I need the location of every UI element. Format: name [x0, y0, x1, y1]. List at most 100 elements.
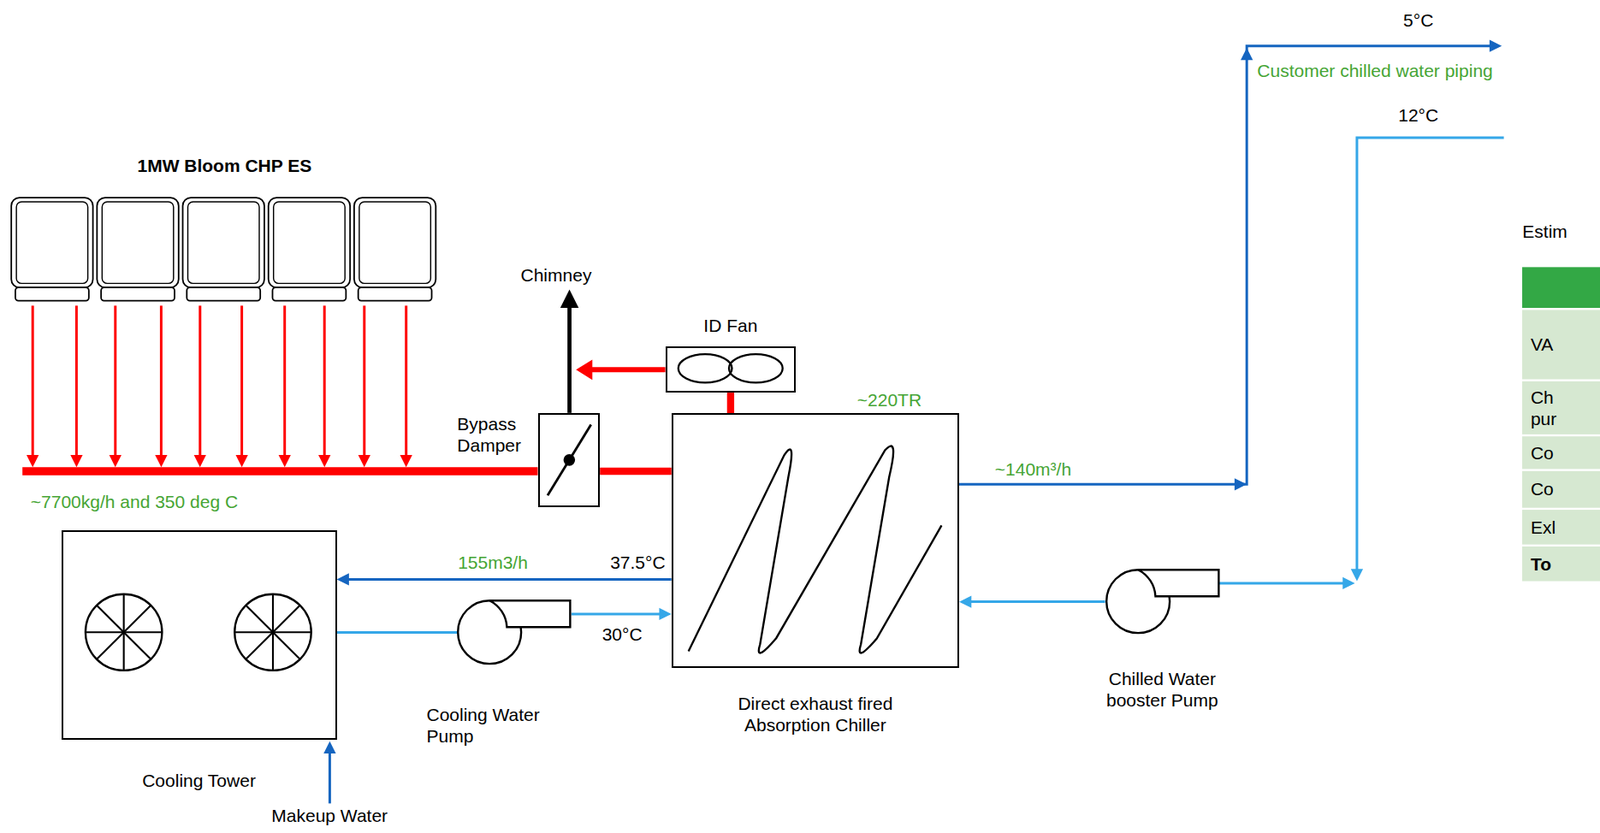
pipe-connector [198, 305, 202, 457]
chp-fuel-cell-bank [15, 287, 89, 302]
pipe-connector [337, 573, 672, 586]
pipe-connector [575, 359, 665, 380]
pipe-connector [337, 631, 458, 635]
estimate-table [1522, 309, 1600, 380]
chp-fuel-cell-bank [182, 197, 264, 288]
table-cell: Exl [1530, 516, 1556, 539]
annotation: Customer chilled water piping [1256, 60, 1493, 83]
estimate-table [1522, 266, 1600, 581]
chp-fuel-cell-bank [359, 201, 431, 284]
pipe-connector [729, 392, 731, 414]
chp-fuel-cell-bank [101, 201, 173, 284]
estimate-table [1522, 471, 1600, 509]
pipe-connector [727, 392, 735, 414]
cooling-water-pump [456, 599, 572, 665]
chilled-water-return-pipe [1219, 137, 1505, 590]
flow-label: 155m3/h [457, 552, 528, 575]
pipe-connector [22, 305, 538, 472]
chp-fuel-cell-bank [187, 201, 259, 284]
pipe-connector [113, 305, 117, 457]
flow-label: ~7700kg/h and 350 deg C [30, 491, 238, 513]
cooling-tower [234, 594, 312, 671]
annotation: ~140m³/h [995, 458, 1072, 480]
pipe-connector [278, 455, 291, 468]
annotation: 12°C [1398, 104, 1439, 126]
chilled-water-supply-pipe [959, 46, 1492, 486]
cooling-tower [63, 532, 336, 738]
cooling-tower [245, 605, 300, 660]
annotation: 5°C [1403, 9, 1434, 31]
pipe-connector [337, 573, 350, 586]
chp-fuel-cell-bank [11, 197, 93, 288]
chilled-water-supply-pipe [1234, 478, 1247, 491]
pipe-connector [571, 612, 663, 616]
cooling-water-pump: Cooling Water Pump [456, 599, 572, 665]
chimney-arrow [560, 290, 579, 309]
chp-fuel-cell-bank [100, 287, 175, 302]
pipe-connector [160, 305, 163, 457]
chp-fuel-cell-bank [272, 287, 346, 302]
bypass-damper: Bypass Damper [538, 413, 601, 508]
pipe-connector [575, 359, 593, 380]
makeup-water-arrow [323, 741, 336, 754]
chilled-water-return-pipe [1342, 577, 1355, 590]
table-cell: Estim [1522, 220, 1568, 243]
table-cell: To [1530, 553, 1552, 575]
node-label: 1MW Bloom CHP ES [136, 154, 312, 177]
annotation: Chimney [521, 264, 593, 286]
chilled-water-return-pipe [1357, 137, 1505, 572]
id-fan [667, 348, 795, 392]
cooling-water-pump [489, 600, 570, 628]
pipe-connector [969, 600, 1106, 604]
chilled-water-supply-pipe [959, 39, 1502, 491]
id-fan [677, 355, 732, 384]
table-cell: VA [1530, 334, 1553, 356]
estimate-table [1522, 436, 1600, 469]
chilled-water-return-pipe [1351, 568, 1363, 581]
pipe-connector [31, 305, 35, 457]
pipe-connector [959, 595, 972, 608]
pipe-connector [599, 471, 672, 473]
table-cell: Co [1530, 479, 1554, 501]
pipe-connector [26, 455, 39, 468]
pipe-connector [75, 305, 78, 457]
bypass-damper [539, 414, 599, 506]
makeup-water-arrow [328, 752, 332, 805]
absorption-chiller [673, 414, 958, 667]
annotation: ~220TR [857, 389, 922, 411]
pipe-connector [22, 467, 538, 476]
pipe-connector [959, 595, 1106, 608]
chimney-arrow [567, 303, 572, 414]
estimate-table [1522, 266, 1600, 309]
bypass-damper [547, 424, 592, 496]
node-label: Chilled Water booster Pump [1096, 668, 1229, 712]
pipe-connector [337, 632, 458, 634]
bypass-damper [562, 454, 575, 467]
estimate-table [1522, 381, 1600, 435]
chp-fuel-cell-bank [268, 197, 350, 288]
pipe-connector [589, 367, 666, 373]
node-label: Bypass Damper [456, 413, 522, 457]
table-cell: Co [1530, 442, 1554, 464]
cooling-tower [96, 605, 151, 660]
pipe-connector [323, 305, 326, 457]
id-fan [728, 355, 783, 384]
pipe-connector [658, 608, 671, 621]
chp-fuel-cell-bank: 1MW Bloom CHP ES [10, 196, 439, 304]
chilled-water-pump [1137, 570, 1219, 598]
chp-fuel-cell-bank [186, 287, 261, 302]
estimate-table [1522, 509, 1600, 546]
pipe-connector [346, 578, 672, 581]
chilled-water-pump: Chilled Water booster Pump [1105, 568, 1221, 635]
pipe-connector [283, 305, 286, 457]
node-label: Cooling Water Pump [426, 704, 556, 747]
chp-fuel-cell-bank [358, 287, 433, 302]
chp-fuel-cell-bank [354, 197, 436, 288]
absorption-chiller [687, 446, 942, 654]
pipe-connector [240, 305, 243, 457]
pipe-connector [400, 455, 413, 468]
annotation: Makeup Water [271, 805, 388, 827]
pipe-connector [358, 455, 371, 468]
table-cell: Ch pur [1530, 386, 1557, 430]
